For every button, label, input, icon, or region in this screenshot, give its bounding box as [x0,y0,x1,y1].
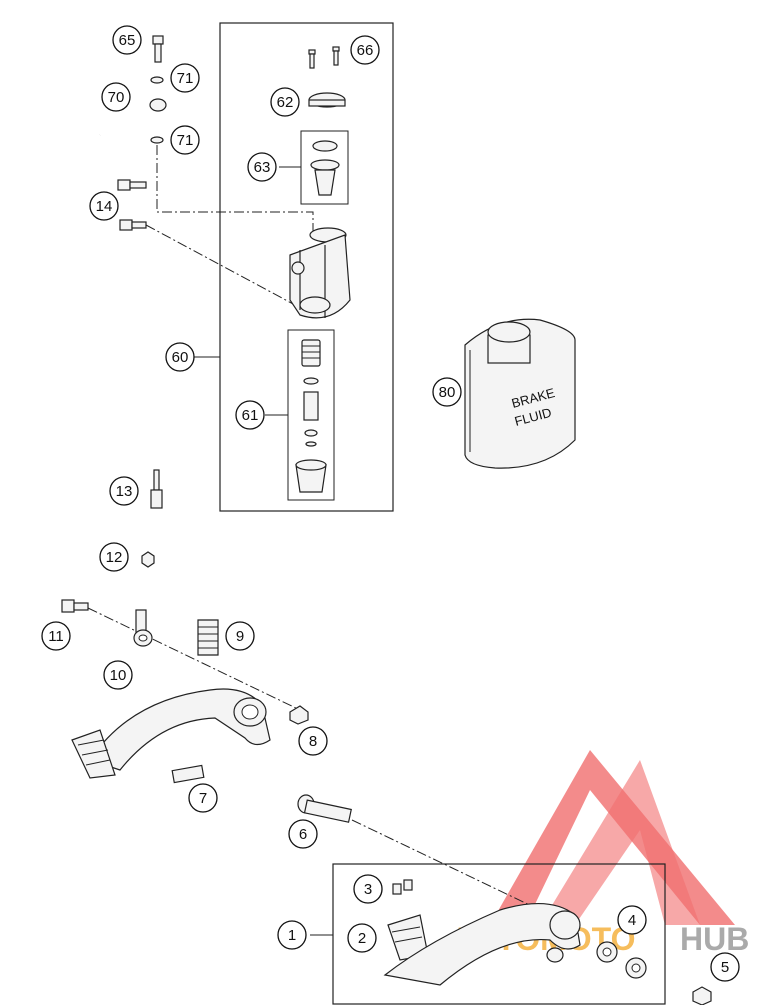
screws-66 [308,46,340,69]
watermark-text-right: HUB [680,921,749,957]
callout-1: 1 [277,920,307,950]
nut-5 [692,986,712,1005]
callout-62: 62 [270,87,300,117]
callout-number: 70 [108,89,125,106]
callout-80: 80 [432,377,462,407]
callout-number: 3 [364,881,372,898]
callout-number: 14 [96,198,113,215]
callout-10: 10 [103,660,133,690]
callout-number: 6 [299,826,307,843]
callout-61: 61 [235,400,265,430]
bolt-11 [61,599,89,613]
group-box-brake-pedal [332,863,666,1005]
hose-70 [99,98,167,136]
reservoir-cap-62 [308,92,346,108]
screws-3 [392,879,413,895]
callout-60: 60 [165,342,195,372]
pin-7 [171,764,205,784]
piston-kit-61 [295,339,327,493]
nut-12 [141,551,155,568]
brake-pedal-main [71,688,271,779]
callout-number: 11 [48,628,64,645]
callout-65: 65 [112,25,142,55]
callout-7: 7 [188,783,218,813]
washer-71-top [150,76,164,84]
bearings-4 [596,941,647,979]
callout-13: 13 [109,476,139,506]
callout-12: 12 [99,542,129,572]
push-rod-13 [150,469,163,509]
callout-number: 2 [358,930,366,947]
bolts-14 [117,179,147,231]
clevis-10 [133,609,153,647]
callout-number: 12 [106,549,123,566]
callout-3: 3 [353,874,383,904]
callout-70: 70 [101,82,131,112]
callout-number: 61 [242,407,259,424]
brake-pedal-assembly-1 [383,903,581,986]
spring-9 [197,619,219,656]
bushing-8 [289,705,309,725]
callout-number: 7 [199,790,207,807]
callout-number: 65 [119,32,136,49]
callout-number: 66 [357,42,374,59]
callout-number: 71 [177,132,194,149]
callout-2: 2 [347,923,377,953]
callout-number: 71 [177,70,194,87]
callout-14: 14 [89,191,119,221]
callout-9: 9 [225,621,255,651]
callout-number: 80 [439,384,456,401]
callout-number: 13 [116,483,133,500]
diaphragm-63 [310,140,340,196]
bolt-6 [297,794,352,823]
callout-number: 4 [628,912,636,929]
callout-8: 8 [298,726,328,756]
callout-number: 1 [288,927,296,944]
callout-6: 6 [288,819,318,849]
callout-number: 9 [236,628,244,645]
callout-71: 71 [170,125,200,155]
callout-71: 71 [170,63,200,93]
callout-number: 8 [309,733,317,750]
callout-number: 10 [110,667,127,684]
brake-fluid-bottle-80: BRAKE FLUID [464,318,576,469]
bolt-65 [152,35,164,63]
callout-number: 60 [172,349,189,366]
callout-66: 66 [350,35,380,65]
callout-5: 5 [710,952,740,982]
callout-4: 4 [617,905,647,935]
group-box-master-cylinder [219,22,394,512]
callout-63: 63 [247,152,277,182]
washer-71-bottom [150,136,164,144]
callout-number: 62 [277,94,294,111]
callout-number: 5 [721,959,729,976]
callout-11: 11 [41,621,71,651]
callout-number: 63 [254,159,271,176]
master-cylinder-body [289,227,351,319]
